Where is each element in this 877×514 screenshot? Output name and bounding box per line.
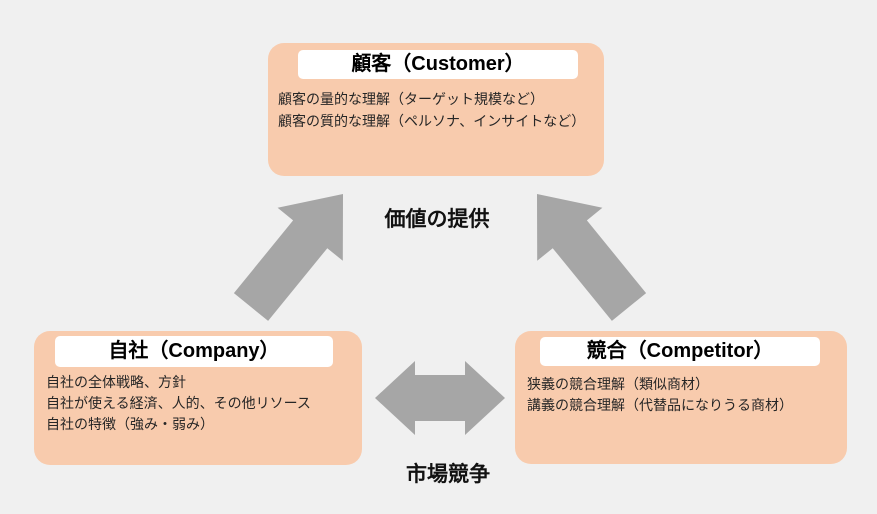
arrow-company-competitor-bidirectional — [375, 361, 505, 435]
customer-box-body: 顧客の量的な理解（ターゲット規模など） 顧客の質的な理解（ペルソナ、インサイトな… — [278, 88, 585, 132]
company-box-body: 自社の全体戦略、方針 自社が使える経済、人的、その他リソース 自社の特徴（強み・… — [46, 372, 311, 435]
customer-box: 顧客（Customer） 顧客の量的な理解（ターゲット規模など） 顧客の質的な理… — [268, 43, 604, 176]
company-point-strategy: 自社の全体戦略、方針 — [46, 374, 186, 390]
competitor-point-narrow: 狭義の競合理解（類似商材） — [527, 376, 709, 392]
market-competition-label: 市場競争 — [406, 463, 490, 486]
competitor-point-broad: 講義の競合理解（代替品になりうる商材） — [527, 397, 793, 413]
customer-box-title: 顧客（Customer） — [298, 50, 578, 79]
arrow-competitor-to-customer — [537, 194, 647, 321]
competitor-box-body: 狭義の競合理解（類似商材） 講義の競合理解（代替品になりうる商材） — [527, 374, 793, 416]
value-provision-label: 価値の提供 — [384, 208, 490, 231]
company-point-resources: 自社が使える経済、人的、その他リソース — [46, 395, 311, 411]
company-point-strengths: 自社の特徴（強み・弱み） — [46, 416, 214, 432]
customer-point-quantitative: 顧客の量的な理解（ターゲット規模など） — [278, 91, 544, 107]
competitor-box-title: 競合（Competitor） — [540, 337, 820, 366]
arrow-company-to-customer — [233, 194, 343, 321]
company-box-title: 自社（Company） — [55, 336, 333, 367]
competitor-box: 競合（Competitor） 狭義の競合理解（類似商材） 講義の競合理解（代替品… — [515, 331, 847, 464]
customer-point-qualitative: 顧客の質的な理解（ペルソナ、インサイトなど） — [278, 113, 586, 129]
company-box: 自社（Company） 自社の全体戦略、方針 自社が使える経済、人的、その他リソ… — [34, 331, 362, 465]
